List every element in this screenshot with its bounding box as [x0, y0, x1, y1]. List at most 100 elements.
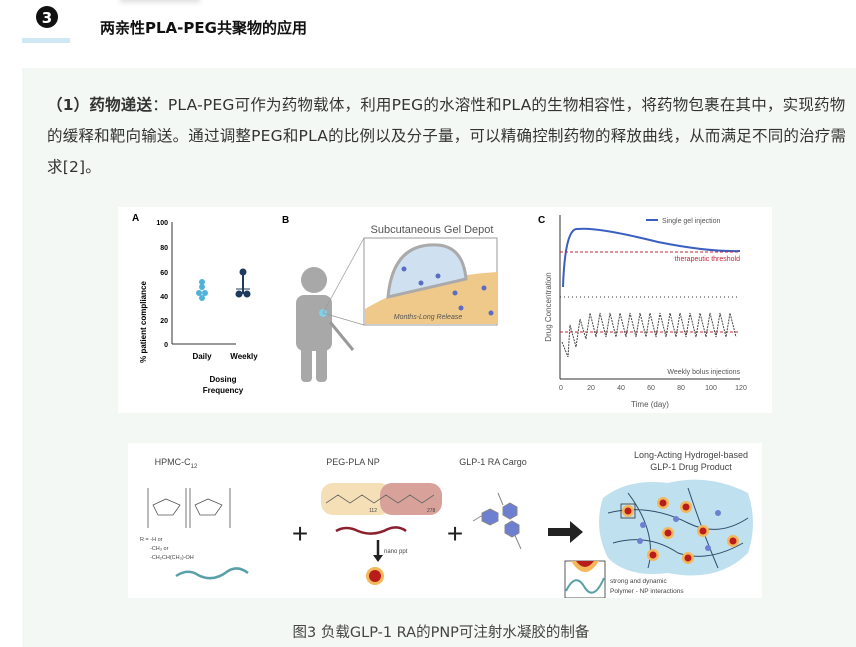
peg-pla-label: PEG-PLA NP [326, 457, 380, 467]
figure-graphic [325, 494, 435, 504]
interaction-label-2: Polymer - NP interactions [610, 588, 684, 595]
panel-b-title: Subcutaneous Gel Depot [371, 224, 494, 236]
figure-graphic [488, 310, 494, 316]
cargo-illustration [472, 492, 522, 550]
figure-graphic [235, 290, 243, 298]
figure-graphic [202, 290, 208, 296]
hpmc-label: HPMC-C12 [155, 457, 198, 470]
figure-graphic [664, 529, 672, 537]
figure-graphic: -CH₃ or [150, 546, 169, 552]
peg-pla-structure: 112 278 nano ppt [321, 483, 442, 585]
panel-a-chart: A % patient compliance 0 20 40 60 80 100… [132, 213, 258, 395]
figure-graphic [435, 273, 441, 279]
ytick: 60 [160, 270, 168, 277]
figure-graphic [380, 483, 442, 515]
figure-graphic [296, 295, 332, 351]
panel-a-ylabel: % patient compliance [139, 281, 148, 363]
xtick: 0 [559, 385, 563, 392]
release-label: Months-Long Release [394, 314, 463, 321]
plus-icon-2: + [447, 518, 463, 549]
figure-graphic [316, 342, 327, 382]
cargo-label: GLP-1 RA Cargo [459, 457, 527, 467]
figure-graphic: R = -H or [140, 537, 163, 543]
figure-graphic [199, 295, 205, 301]
figure-graphic: 0 20 40 60 80 100 [156, 220, 168, 349]
figure-graphic [502, 502, 518, 520]
ytick: 0 [164, 342, 168, 349]
figure-graphic [640, 522, 646, 528]
figure-graphic [576, 561, 594, 567]
figure-graphic: 0 20 40 60 80 100 120 Time (day) [559, 385, 747, 409]
figure-graphic [481, 285, 487, 291]
legend-weekly: Weekly bolus injections [667, 369, 740, 376]
peg-n: 112 [369, 508, 377, 514]
figure-graphic [199, 284, 205, 290]
figure-graphic [196, 290, 202, 296]
figure-graphic [637, 538, 643, 544]
figure-graphic [624, 499, 737, 562]
figure-graphic [504, 520, 520, 538]
figure-graphic: HPMC-C12 PEG-PLA NP GLP-1 RA Cargo Long-… [155, 450, 748, 472]
figure-graphic [322, 237, 365, 314]
weekly-points [235, 268, 251, 298]
xtick: 40 [617, 385, 625, 392]
pla-n: 278 [427, 508, 436, 514]
ytick: 40 [160, 294, 168, 301]
threshold-label: therapeutic threshold [675, 256, 740, 263]
nano-ppt-label: nano ppt [384, 549, 408, 555]
figure-graphic [452, 290, 458, 296]
weekly-bolus-line [561, 312, 737, 358]
figure-graphic [401, 266, 494, 316]
figure-graphic [684, 554, 692, 562]
figure-graphic [373, 555, 383, 562]
panel-c-xlabel: Time (day) [631, 400, 669, 409]
panel-a-xlabel: Dosing [209, 375, 236, 384]
hpmc-structure [147, 488, 249, 580]
xtick: 100 [705, 385, 717, 392]
person-figure-icon [296, 267, 332, 382]
figure-graphic [481, 508, 499, 526]
hydrogel-product: strong and dynamic Polymer - NP interact… [564, 479, 753, 599]
figure-graphic: -CH₂CH(CH₃)-OH [150, 555, 194, 561]
panel-c-ylabel: Drug Concentration [544, 272, 553, 341]
figure-graphic [401, 266, 407, 272]
figure-graphic [243, 290, 251, 298]
figure-graphic [637, 510, 721, 551]
figure-graphic [301, 342, 312, 382]
legend-single: Single gel injection [662, 218, 720, 225]
paragraph: （1）药物递送：PLA-PEG可作为药物载体，利用PEG的水溶性和PLA的生物相… [47, 90, 847, 183]
figure-1: A % patient compliance 0 20 40 60 80 100… [118, 207, 772, 413]
figure-graphic [649, 551, 657, 559]
figure-graphic [715, 510, 721, 516]
figure-graphic [328, 321, 355, 351]
section-title: 两亲性PLA-PEG共聚物的应用 [100, 19, 307, 37]
xtick-daily: Daily [192, 352, 212, 361]
figure-graphic [729, 537, 737, 545]
ytick: 20 [160, 318, 168, 325]
section-underline [22, 38, 70, 43]
figure-graphic [607, 487, 749, 569]
figure-graphic [682, 503, 690, 511]
figure-graphic [369, 570, 381, 582]
xtick: 60 [647, 385, 655, 392]
product-label-1: Long-Acting Hydrogel-based [634, 450, 748, 460]
panel-b-label: B [282, 215, 289, 226]
figure-graphic [301, 267, 327, 293]
figure-graphic [624, 507, 632, 515]
xtick: 80 [677, 385, 685, 392]
r-definition: R = -H or -CH₃ or -CH₂CH(CH₃)-OH [140, 537, 194, 561]
figure-graphic [147, 488, 231, 528]
figure-graphic: HPMC-C [155, 457, 191, 467]
section-number-badge: 3 [36, 6, 58, 28]
plus-icon: + [292, 518, 308, 549]
figure-graphic [152, 498, 223, 516]
figure-graphic [322, 312, 365, 326]
figure-graphic: Daily Weekly Dosing Frequency [192, 352, 258, 395]
ytick: 100 [156, 220, 168, 227]
paragraph-lead: （1）药物递送 [47, 96, 153, 114]
figure-graphic [705, 545, 711, 551]
xtick: 20 [587, 385, 595, 392]
figure-2: HPMC-C12 PEG-PLA NP GLP-1 RA Cargo Long-… [128, 443, 762, 599]
interaction-label-1: strong and dynamic [610, 578, 667, 585]
figure-graphic [386, 243, 468, 299]
